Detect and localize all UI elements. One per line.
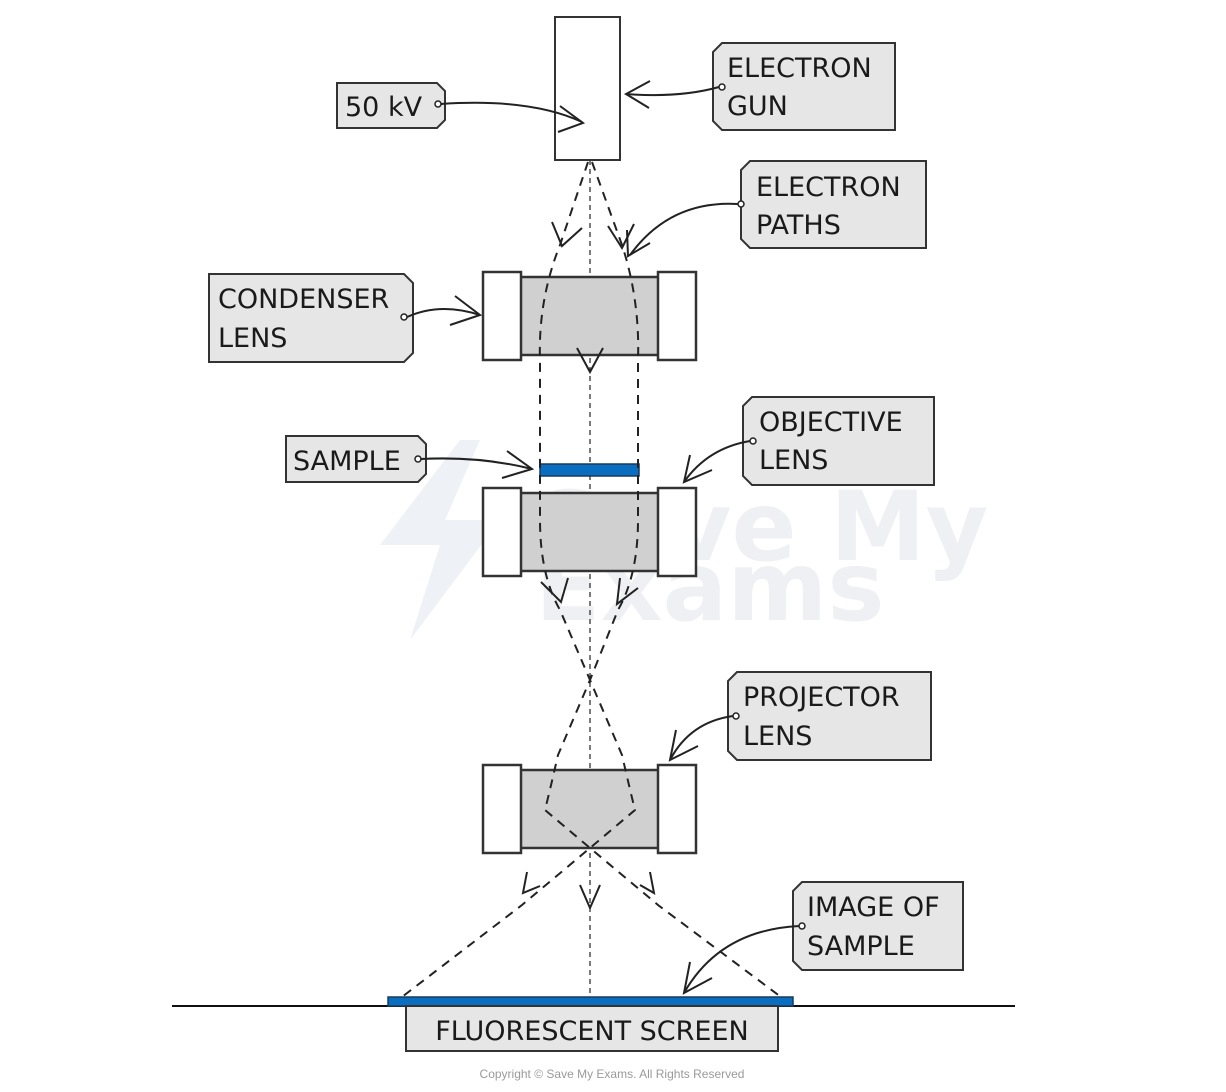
tag-shape — [727, 671, 932, 761]
path-arrow-icon — [579, 884, 601, 911]
label-objective-lens-line-1: OBJECTIVE — [759, 407, 903, 438]
copyright-text: Copyright © Save My Exams. All Rights Re… — [480, 1067, 745, 1081]
arrow-head-icon — [557, 105, 586, 133]
tag-hole-icon — [749, 437, 757, 445]
label-condenser-lens-line-1: CONDENSER — [218, 284, 389, 315]
label-electron-paths: ELECTRON PATHS — [626, 160, 927, 258]
tag-shape — [405, 1005, 779, 1052]
leader-line — [420, 457, 533, 470]
label-electron-gun-line-2: GUN — [727, 91, 788, 122]
objective-lens-right-pole — [656, 486, 698, 578]
label-projector-lens-line-1: PROJECTOR — [743, 682, 900, 713]
label-image-of-sample-line-2: SAMPLE — [807, 931, 915, 962]
label-fluorescent-screen: FLUORESCENT SCREEN — [405, 1005, 779, 1052]
watermark-bolt-icon — [380, 440, 500, 640]
label-voltage: 50 kV — [336, 82, 586, 133]
tag-shape — [712, 42, 896, 131]
arrow-head-icon — [501, 450, 535, 479]
label-electron-paths-line-1: ELECTRON — [756, 172, 901, 203]
label-projector-lens-line-2: LENS — [743, 721, 812, 752]
label-condenser-lens-line-2: LENS — [218, 323, 287, 354]
label-image-of-sample: IMAGE OF SAMPLE — [682, 881, 964, 995]
label-sample-text: SAMPLE — [293, 446, 401, 477]
sample-slide — [539, 463, 640, 477]
arrow-head-icon — [682, 454, 713, 484]
projector-lens-body — [518, 768, 662, 850]
tag-hole-icon — [434, 100, 442, 108]
electron-gun — [554, 16, 621, 161]
objective-lens — [481, 486, 698, 578]
tag-shape — [336, 82, 446, 129]
path-arrow-icon — [615, 577, 639, 607]
tag-hole-icon — [732, 712, 740, 720]
tag-shape — [742, 396, 935, 486]
projector-lens — [481, 763, 698, 855]
label-condenser-lens: CONDENSER LENS — [208, 273, 483, 363]
path-arrow-icon — [576, 347, 604, 375]
leader-line — [669, 715, 734, 761]
label-electron-gun-line-1: ELECTRON — [727, 53, 872, 84]
tag-hole-icon — [737, 200, 745, 208]
arrow-head-icon — [449, 295, 483, 326]
leader-line — [683, 440, 751, 483]
fluorescent-screen-image — [387, 996, 794, 1007]
label-fluorescent-screen-text: FLUORESCENT SCREEN — [435, 1016, 748, 1047]
arrow-head-icon — [682, 961, 713, 995]
label-image-of-sample-line-1: IMAGE OF — [807, 892, 940, 923]
objective-lens-left-pole — [481, 486, 523, 578]
tag-shape — [740, 160, 927, 249]
label-projector-lens: PROJECTOR LENS — [668, 671, 932, 762]
tag-hole-icon — [400, 313, 408, 321]
path-arrow-icon — [551, 221, 583, 248]
tag-shape — [792, 881, 964, 971]
label-sample: SAMPLE — [285, 435, 535, 483]
tag-hole-icon — [718, 83, 726, 91]
label-objective-lens-line-2: LENS — [759, 445, 828, 476]
arrow-head-icon — [668, 729, 699, 762]
tag-shape — [208, 273, 414, 363]
label-voltage-text: 50 kV — [345, 92, 423, 123]
leader-line — [440, 101, 583, 123]
label-electron-paths-line-2: PATHS — [756, 210, 841, 241]
condenser-lens-right-pole — [656, 270, 698, 362]
condenser-lens-left-pole — [481, 270, 523, 362]
path-arrow-icon — [540, 577, 569, 604]
condenser-lens — [481, 270, 698, 362]
projector-lens-left-pole — [481, 763, 523, 855]
path-arrow-icon — [639, 871, 656, 895]
tag-shape — [285, 435, 427, 483]
arrow-head-icon — [623, 80, 651, 109]
leader-line — [629, 202, 739, 256]
label-objective-lens: OBJECTIVE LENS — [682, 396, 935, 486]
electron-paths — [397, 161, 786, 1001]
tag-hole-icon — [414, 455, 422, 463]
label-electron-gun: ELECTRON GUN — [623, 42, 896, 131]
leader-line — [625, 86, 720, 97]
path-arrow-icon — [521, 871, 541, 895]
leader-line — [406, 307, 481, 318]
path-arrow-icon — [607, 223, 635, 251]
arrow-head-icon — [626, 229, 651, 258]
leader-line — [683, 925, 800, 994]
projector-lens-right-pole — [656, 763, 698, 855]
tag-hole-icon — [798, 922, 806, 930]
